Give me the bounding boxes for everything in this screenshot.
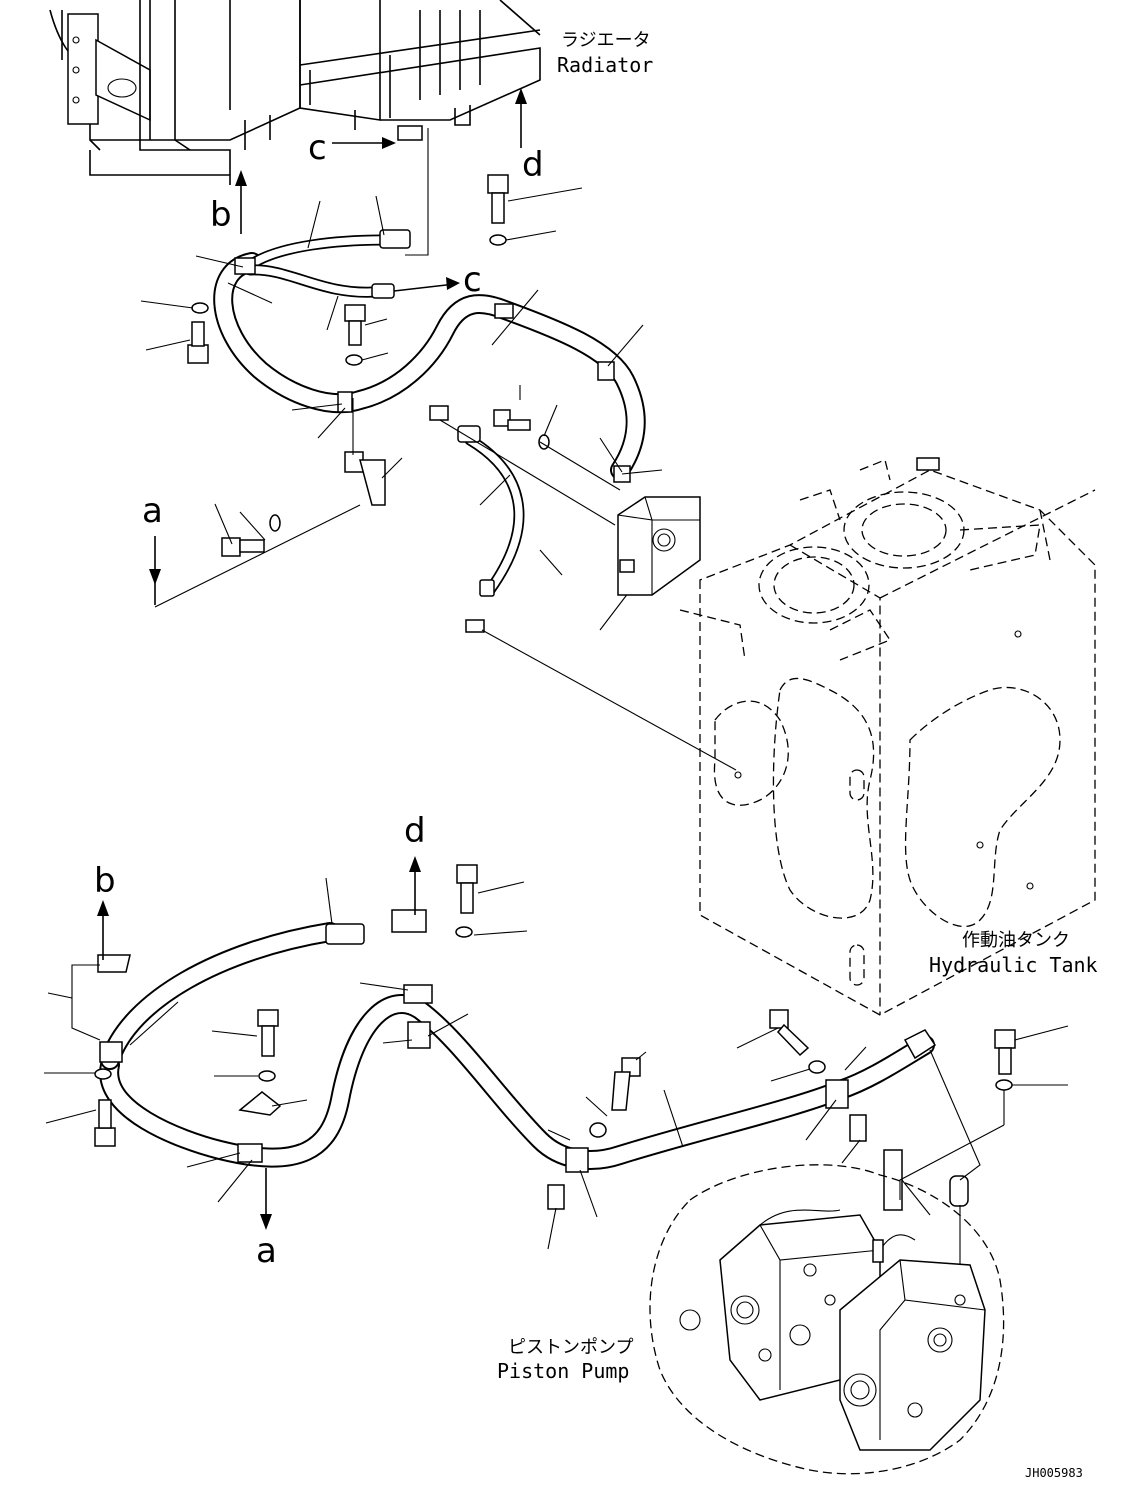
ref-letter-a-top: a <box>142 491 163 531</box>
arrow-d-bottom <box>409 856 421 915</box>
arrow-b-top <box>235 170 247 234</box>
ref-letter-b-bottom: b <box>94 861 116 901</box>
radiator-drawing <box>49 0 541 256</box>
arrow-c-right <box>393 277 460 292</box>
piston-pump-label-en: Piston Pump <box>497 1359 629 1383</box>
arrow-a-bottom <box>260 1168 272 1230</box>
ref-letter-c-left: c <box>308 128 327 168</box>
upper-leader-lines <box>140 187 737 771</box>
hydraulic-tank-label-jp: 作動油タンク <box>962 930 1070 951</box>
ref-letter-b-top: b <box>210 195 232 235</box>
hydraulic-tank-label-en: Hydraulic Tank <box>929 953 1098 977</box>
piston-pump-label-jp: ピストンポンプ <box>508 1337 633 1358</box>
arrow-c-left <box>332 137 396 149</box>
valve-block <box>617 496 701 596</box>
drawing-code: JH005983 <box>1025 1466 1083 1480</box>
arrow-b-bottom <box>97 900 109 960</box>
lower-bolts <box>94 864 1016 1211</box>
arrow-a-top <box>149 536 161 605</box>
hydraulic-tank-drawing <box>679 457 1096 1016</box>
radiator-label-en: Radiator <box>557 53 653 77</box>
lower-hose <box>99 922 937 1173</box>
ref-letter-d-top: d <box>522 145 544 185</box>
piston-pump-drawing <box>649 1164 1005 1475</box>
radiator-label-jp: ラジエータ <box>561 30 651 51</box>
lower-leader-lines <box>44 877 1069 1300</box>
ref-letter-a-bottom: a <box>256 1231 277 1271</box>
ref-letter-c-right: c <box>463 260 482 300</box>
arrow-d-top <box>515 88 527 148</box>
ref-letter-d-bottom: d <box>404 811 426 851</box>
upper-hose-loop <box>213 229 646 597</box>
